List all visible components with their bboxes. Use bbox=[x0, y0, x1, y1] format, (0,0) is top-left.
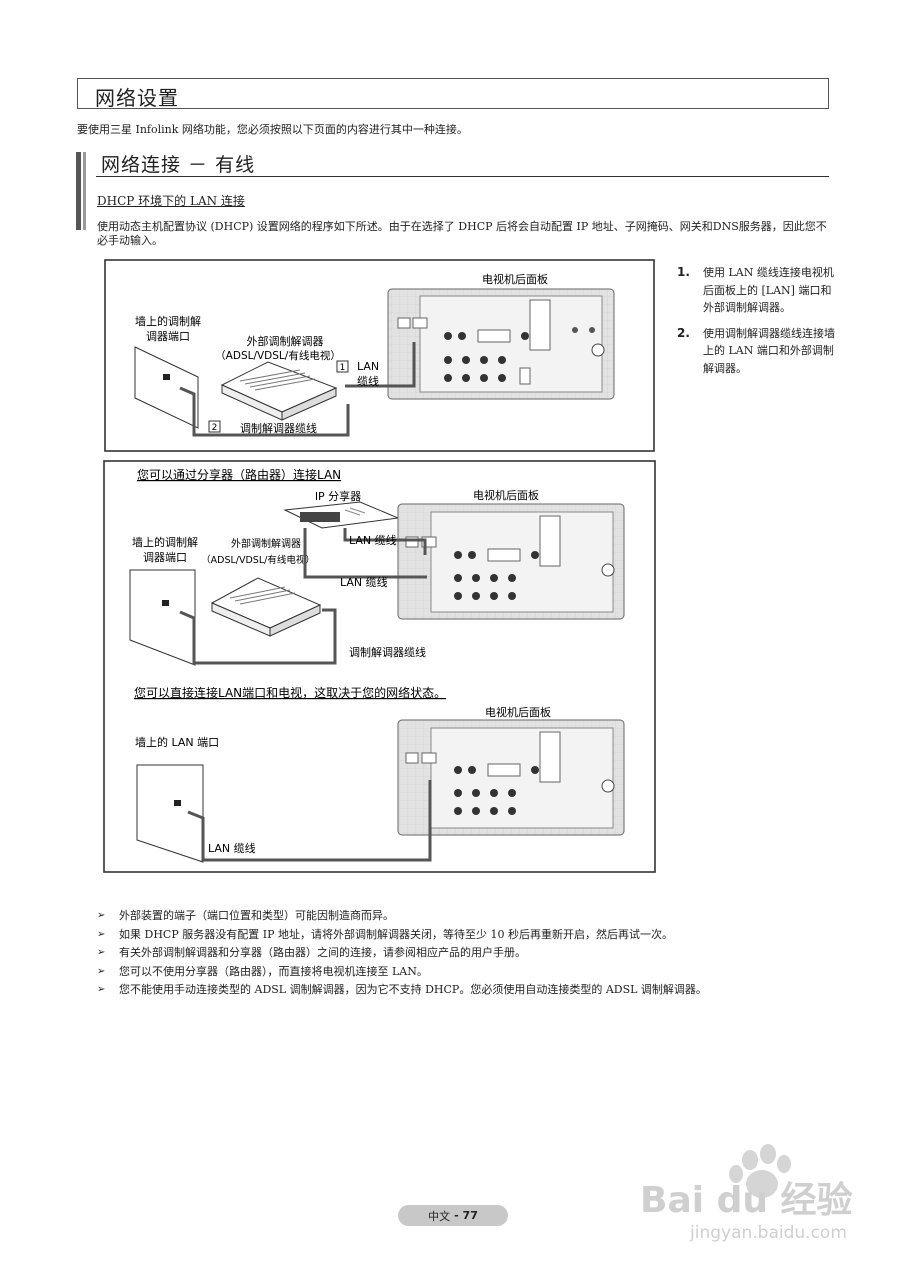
page-number-badge: 中文 - 77 bbox=[398, 1205, 508, 1226]
note-text: 您不能使用手动连接类型的 ADSL 调制解调器，因为它不支持 DHCP。您必须使… bbox=[119, 983, 707, 996]
step-text: 使用调制解调器缆线连接墙上的 LAN 端口和外部调制解调器。 bbox=[703, 326, 835, 375]
notes-list: ➢ 外部装置的端子（端口位置和类型）可能因制造商而异。 ➢ 如果 DHCP 服务… bbox=[97, 907, 827, 1000]
note-item: ➢ 如果 DHCP 服务器没有配置 IP 地址，请将外部调制解调器关闭，等待至少… bbox=[97, 926, 827, 945]
arrow-icon: ➢ bbox=[97, 947, 106, 958]
tv-back-panel-2 bbox=[397, 503, 625, 620]
svg-text:2: 2 bbox=[212, 423, 218, 433]
lan-cable-2b bbox=[303, 528, 427, 579]
modem-label-1a: 外部调制解调器 bbox=[247, 334, 324, 348]
subsection-bar-light bbox=[83, 152, 86, 230]
wall-port-label-2a: 墙上的调制解 bbox=[132, 535, 198, 549]
body-paragraph: 使用动态主机配置协议 (DHCP) 设置网络的程序如下所述。由于在选择了 DHC… bbox=[97, 220, 827, 247]
step-item: 2. 使用调制解调器缆线连接墙上的 LAN 端口和外部调制解调器。 bbox=[677, 325, 837, 378]
note-text: 您可以不使用分享器（路由器），而直接将电视机连接至 LAN。 bbox=[119, 964, 428, 978]
diagram-3: 您可以直接连接LAN端口和电视，这取决于您的网络状态。 电视机后面板 墙上的 L… bbox=[134, 685, 625, 863]
watermark-logo: Bai du 经验 bbox=[640, 1180, 853, 1221]
watermark-url: jingyan.baidu.com bbox=[689, 1223, 847, 1243]
lan-cable-label-1b: 缆线 bbox=[357, 374, 379, 388]
step-number: 1. bbox=[677, 265, 690, 279]
tv-back-panel-3 bbox=[397, 719, 625, 836]
modem-2 bbox=[210, 577, 322, 637]
diagram-1-tv-label: 电视机后面板 bbox=[482, 272, 548, 286]
page-lang: 中文 bbox=[428, 1209, 451, 1223]
modem-cable-1 bbox=[179, 386, 350, 437]
note-text: 有关外部调制解调器和分享器（路由器）之间的连接，请参阅相应产品的用户手册。 bbox=[119, 946, 526, 959]
diagram-3-tv-label: 电视机后面板 bbox=[485, 705, 551, 719]
router-label: IP 分享器 bbox=[315, 489, 361, 503]
wall-lan-label: 墙上的 LAN 端口 bbox=[135, 735, 219, 749]
note-item: ➢ 外部装置的端子（端口位置和类型）可能因制造商而异。 bbox=[97, 907, 827, 926]
note-text: 外部装置的端子（端口位置和类型）可能因制造商而异。 bbox=[119, 909, 394, 922]
lan-cable-label-2b: LAN 缆线 bbox=[340, 575, 388, 589]
badge-1 bbox=[336, 360, 349, 373]
arrow-icon: ➢ bbox=[97, 910, 106, 921]
subsection-rule bbox=[96, 176, 829, 177]
wall-port-label-2b: 调器端口 bbox=[143, 551, 187, 564]
lan-cable-2a bbox=[343, 528, 427, 555]
arrow-icon: ➢ bbox=[97, 984, 106, 995]
subsection-title: 网络连接 － 有线 bbox=[101, 154, 256, 176]
baidu-watermark: Bai du 经验 jingyan.baidu.com bbox=[640, 1144, 853, 1243]
note-item: ➢ 有关外部调制解调器和分享器（路由器）之间的连接，请参阅相应产品的用户手册。 bbox=[97, 944, 827, 963]
diagram-2-frame bbox=[103, 460, 656, 873]
note-text: 如果 DHCP 服务器没有配置 IP 地址，请将外部调制解调器关闭，等待至少 1… bbox=[119, 927, 673, 941]
step-item: 1. 使用 LAN 缆线连接电视机后面板上的 [LAN] 端口和外部调制解调器。 bbox=[677, 264, 837, 317]
step-text: 使用 LAN 缆线连接电视机后面板上的 [LAN] 端口和外部调制解调器。 bbox=[703, 266, 834, 314]
modem-label-2a: 外部调制解调器 bbox=[231, 537, 301, 550]
note-item: ➢ 您不能使用手动连接类型的 ADSL 调制解调器，因为它不支持 DHCP。您必… bbox=[97, 981, 827, 1000]
modem-label-1b: （ADSL/VDSL/有线电视） bbox=[215, 349, 341, 362]
modem-cable-2 bbox=[179, 608, 337, 665]
diagram-1: 电视机后面板 墙上的调制解 调器端口 bbox=[104, 259, 655, 452]
diagram-2: 您可以通过分享器（路由器）连接LAN IP 分享器 电视机后面板 bbox=[129, 467, 625, 666]
router bbox=[283, 501, 400, 529]
lan-cable-1 bbox=[345, 342, 416, 388]
lan-cable-3 bbox=[187, 780, 432, 862]
steps-list: 1. 使用 LAN 缆线连接电视机后面板上的 [LAN] 端口和外部调制解调器。… bbox=[677, 264, 837, 385]
diagram-3-title: 您可以直接连接LAN端口和电视，这取决于您的网络状态。 bbox=[134, 685, 446, 700]
lan-cable-label-1a: LAN bbox=[357, 360, 379, 373]
section-title-box bbox=[77, 78, 829, 109]
arrow-icon: ➢ bbox=[97, 928, 106, 940]
arrow-icon: ➢ bbox=[97, 965, 106, 977]
lan-cable-label-3: LAN 缆线 bbox=[208, 841, 256, 855]
modem-cable-label-1: 调制解调器缆线 bbox=[240, 421, 317, 435]
wall-port-label-1a: 墙上的调制解 bbox=[135, 314, 201, 328]
diagram-1-frame bbox=[104, 259, 655, 452]
badge-2 bbox=[208, 420, 221, 433]
modem-label-2b: （ADSL/VDSL/有线电视） bbox=[201, 554, 315, 566]
modem-cable-label-2: 调制解调器缆线 bbox=[349, 645, 426, 659]
modem-1 bbox=[220, 361, 338, 421]
lan-cable-label-2a: LAN 缆线 bbox=[349, 533, 397, 547]
wall-lan-port bbox=[136, 764, 204, 863]
page-number: - 77 bbox=[454, 1209, 478, 1222]
section-title: 网络设置 bbox=[95, 86, 179, 110]
svg-text:1: 1 bbox=[340, 363, 346, 373]
subsection-bar bbox=[76, 152, 81, 230]
intro-text: 要使用三星 Infolink 网络功能，您必须按照以下页面的内容进行其中一种连接… bbox=[77, 123, 468, 136]
wall-port-1 bbox=[134, 346, 199, 429]
wall-port-label-1b: 调器端口 bbox=[146, 330, 190, 343]
note-item: ➢ 您可以不使用分享器（路由器），而直接将电视机连接至 LAN。 bbox=[97, 963, 827, 982]
step-number: 2. bbox=[677, 325, 690, 340]
tv-back-panel-1 bbox=[387, 288, 615, 400]
diagram-2-tv-label: 电视机后面板 bbox=[473, 488, 539, 502]
wall-port-2 bbox=[129, 569, 196, 666]
diagram-2-title: 您可以通过分享器（路由器）连接LAN bbox=[137, 467, 341, 482]
dhcp-heading: DHCP 环境下的 LAN 连接 bbox=[97, 194, 245, 208]
